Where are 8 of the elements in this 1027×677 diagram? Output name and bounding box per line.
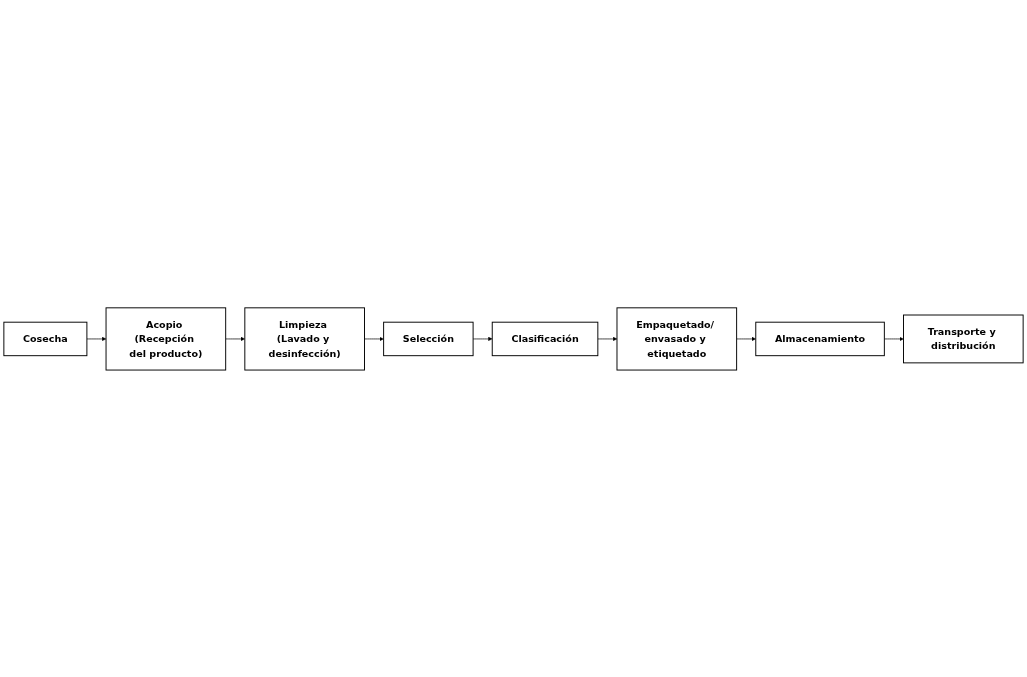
node-box: Empaquetado/ envasado y etiquetado [616,306,738,371]
node-box: Limpieza (Lavado y desinfección) [244,306,365,371]
node-box: Almacenamiento [755,321,885,356]
node-box: Transporte y distribución [903,314,1024,363]
node-box: Clasificación [491,321,599,356]
node-box: Cosecha [3,321,88,356]
node-box: Acopio (Recepción del producto) [105,306,227,371]
node-box: Selección [383,321,474,356]
